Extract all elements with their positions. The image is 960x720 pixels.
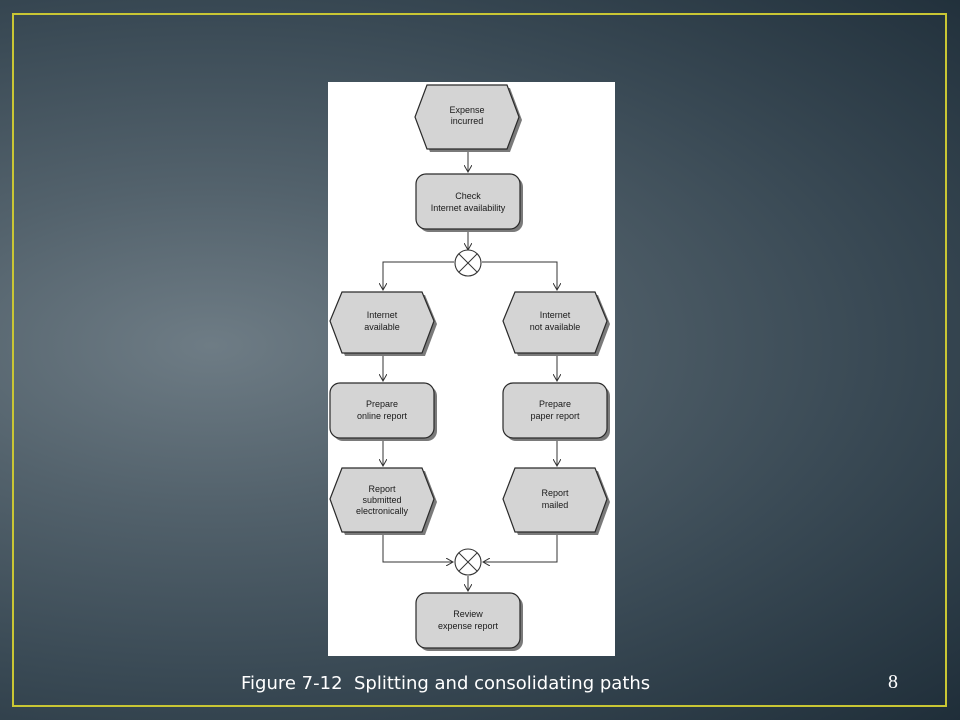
event-internet-available: Internet available: [329, 291, 437, 356]
svg-text:paper report: paper report: [530, 411, 580, 421]
svg-text:Expense: Expense: [449, 105, 484, 115]
svg-text:mailed: mailed: [542, 500, 569, 510]
svg-text:Prepare: Prepare: [366, 399, 398, 409]
event-expense-incurred: Expense incurred: [414, 84, 522, 152]
figure-caption: Figure 7-12 Splitting and consolidating …: [241, 673, 651, 694]
svg-text:not available: not available: [530, 322, 581, 332]
svg-text:available: available: [364, 322, 400, 332]
split-connector: [454, 249, 482, 277]
svg-text:Internet availability: Internet availability: [431, 203, 506, 213]
event-internet-not-available: Internet not available: [502, 291, 610, 356]
slide-number: 8: [888, 671, 898, 693]
svg-text:Report: Report: [368, 484, 396, 494]
slide-border: [12, 13, 947, 707]
svg-text:Prepare: Prepare: [539, 399, 571, 409]
edge-split-to-not-available: [482, 261, 557, 290]
process-diagram: Expense incurred Check Internet availabi…: [329, 84, 610, 651]
svg-text:expense report: expense report: [438, 621, 499, 631]
event-report-submitted-electronically: Report submitted electronically: [329, 467, 437, 535]
function-review-expense-report: Review expense report: [415, 592, 523, 651]
svg-text:Internet: Internet: [367, 310, 398, 320]
svg-text:Internet: Internet: [540, 310, 571, 320]
diagram-panel: Expense incurred Check Internet availabi…: [328, 82, 615, 656]
function-prepare-online-report: Prepare online report: [329, 382, 437, 441]
svg-text:Check: Check: [455, 191, 481, 201]
function-prepare-paper-report: Prepare paper report: [502, 382, 610, 441]
svg-text:electronically: electronically: [356, 506, 409, 516]
svg-text:online report: online report: [357, 411, 408, 421]
function-check-internet: Check Internet availability: [415, 173, 523, 232]
edge-mailed-to-merge: [483, 532, 558, 562]
event-report-mailed: Report mailed: [502, 467, 610, 535]
merge-connector: [454, 548, 482, 576]
svg-text:Review: Review: [453, 609, 483, 619]
svg-text:Report: Report: [541, 488, 569, 498]
svg-text:submitted: submitted: [362, 495, 401, 505]
edge-submitted-to-merge: [382, 532, 453, 562]
svg-text:incurred: incurred: [451, 116, 484, 126]
edge-split-to-available: [383, 261, 454, 290]
